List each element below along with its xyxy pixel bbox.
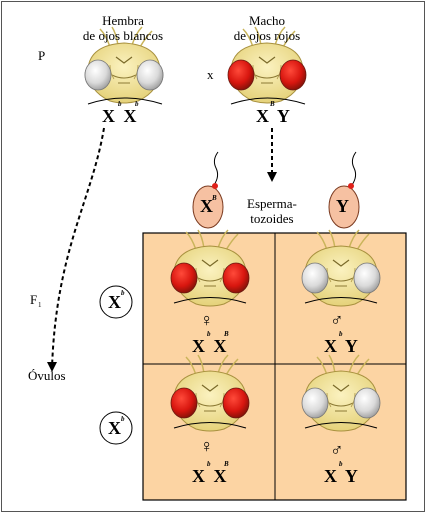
egg-circle-2 [99,411,133,445]
f1-cell-3-sex-symbol: ♀ [200,436,214,456]
sperm-cell-y [328,151,360,229]
f1-cell-1-allele-1: b [207,330,211,338]
male-parent-head [227,26,307,104]
sperm-cell-x [192,151,224,229]
f1-cell-3-allele-2: B [224,460,229,468]
f1-cell-2-sex-symbol: ♂ [330,310,344,330]
female-allele-2: b [135,100,139,108]
sperm-label: Esperma- tozoides [247,196,297,226]
egg-arrow [51,127,105,369]
f1-cell-3-genotype: X X [192,466,229,486]
f1-cell-1-sex-symbol: ♀ [200,310,214,330]
egg-circle-1 [99,285,133,319]
male-allele: B [270,100,275,108]
f1-head-4 [301,354,381,432]
generation-f1-label: F [30,292,38,307]
sperm-x-allele: B [212,194,217,202]
f1-head-1 [170,229,250,307]
f1-cell-4-genotype: X Y [324,466,360,486]
generation-p-label: P [38,48,46,63]
egg-label: Óvulos [28,368,66,383]
egg-1-allele: b [121,289,125,297]
female-allele-1: b [118,100,122,108]
f1-cell-2-allele: b [339,330,343,338]
f1-cell-3-allele-1: b [207,460,211,468]
f1-cell-4-sex-symbol: ♂ [330,440,344,460]
female-parent-title: Hembra de ojos blancos [82,13,164,43]
male-parent-title: Macho de ojos rojos [233,13,301,43]
generation-f1-subscript: 1 [38,301,42,309]
male-parent-genotype: X Y [256,106,292,126]
egg-2-allele: b [121,415,125,423]
f1-cell-2-genotype: X Y [324,336,360,356]
cross-symbol: x [207,67,214,82]
f1-head-2 [301,229,381,307]
egg-1-symbol: X [108,292,123,312]
f1-cell-1-allele-2: B [224,330,229,338]
female-parent-head [84,26,164,104]
egg-2-symbol: X [108,418,123,438]
sperm-y-symbol: Y [336,196,351,216]
sperm-x-symbol: X [200,196,215,216]
female-parent-genotype: X X [102,106,139,126]
f1-cell-4-allele: b [339,460,343,468]
f1-head-3 [170,354,250,432]
f1-cell-1-genotype: X X [192,336,229,356]
